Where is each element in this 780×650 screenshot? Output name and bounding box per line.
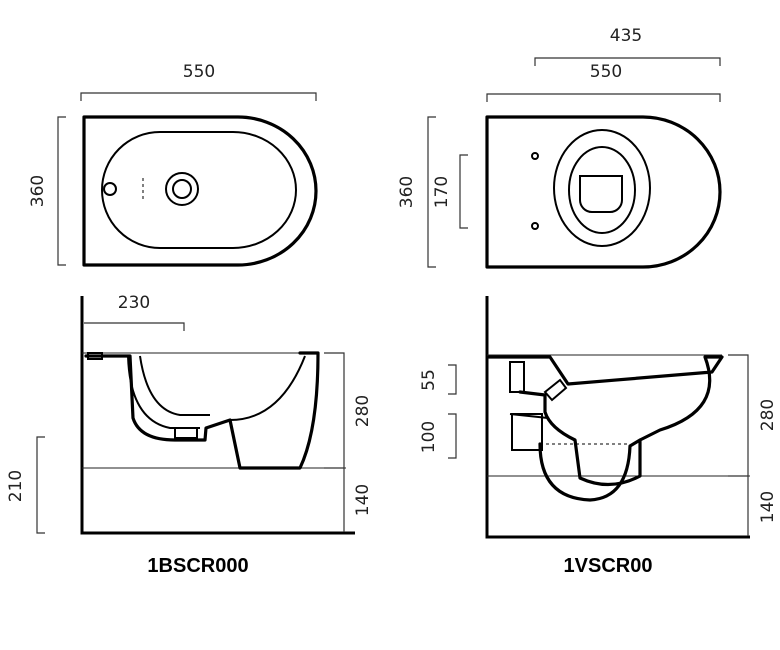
wc-top-width-dimension: 550 <box>486 62 721 102</box>
bidet-top-view <box>82 115 318 267</box>
bidet-width-label: 550 <box>183 62 215 82</box>
bidet-depth-label: 360 <box>28 175 48 207</box>
wc-floor-label: 140 <box>758 491 778 523</box>
wc-flush-inlet-dimension: 55 <box>419 364 457 395</box>
wc-waste-outlet-label: 100 <box>419 421 439 453</box>
bidet-floor-label: 140 <box>353 484 373 516</box>
wc-side-height-dimension: 280 <box>728 354 778 477</box>
bidet-inlet-label: 210 <box>6 470 26 502</box>
wc-fixing-depth-dimension: 170 <box>432 154 468 229</box>
wc-flush-inlet-label: 55 <box>419 369 439 391</box>
wc-product-code: 1VSCR00 <box>564 555 653 577</box>
wc-waste-outlet-dimension: 100 <box>419 413 457 459</box>
bidet-offset-dimension: 230 <box>84 293 185 331</box>
wc-fixing-width-dimension: 435 <box>534 26 721 66</box>
wc-height-label: 280 <box>758 399 778 431</box>
bidet-height-label: 280 <box>353 395 373 427</box>
wc-top-depth-dimension: 360 <box>397 116 436 268</box>
bidet-product-code: 1BSCR000 <box>147 555 248 577</box>
bidet-side-view <box>80 296 355 535</box>
wc-floor-height-dimension: 140 <box>747 476 778 536</box>
wc-fixing-width-label: 435 <box>610 26 642 46</box>
wc-side-view <box>485 296 750 539</box>
wc-fixing-depth-label: 170 <box>432 176 452 208</box>
wc-top-view <box>485 115 722 269</box>
wc-depth-label: 360 <box>397 176 417 208</box>
bidet-top-width-dimension: 550 <box>80 62 317 101</box>
bidet-top-depth-dimension: 360 <box>28 116 66 266</box>
bidet-offset-label: 230 <box>118 293 150 313</box>
bidet-inlet-height-dimension: 210 <box>6 436 45 534</box>
wc-width-label: 550 <box>590 62 622 82</box>
bidet-floor-height-dimension: 140 <box>343 468 373 532</box>
bidet-side-height-dimension: 280 <box>324 352 373 469</box>
